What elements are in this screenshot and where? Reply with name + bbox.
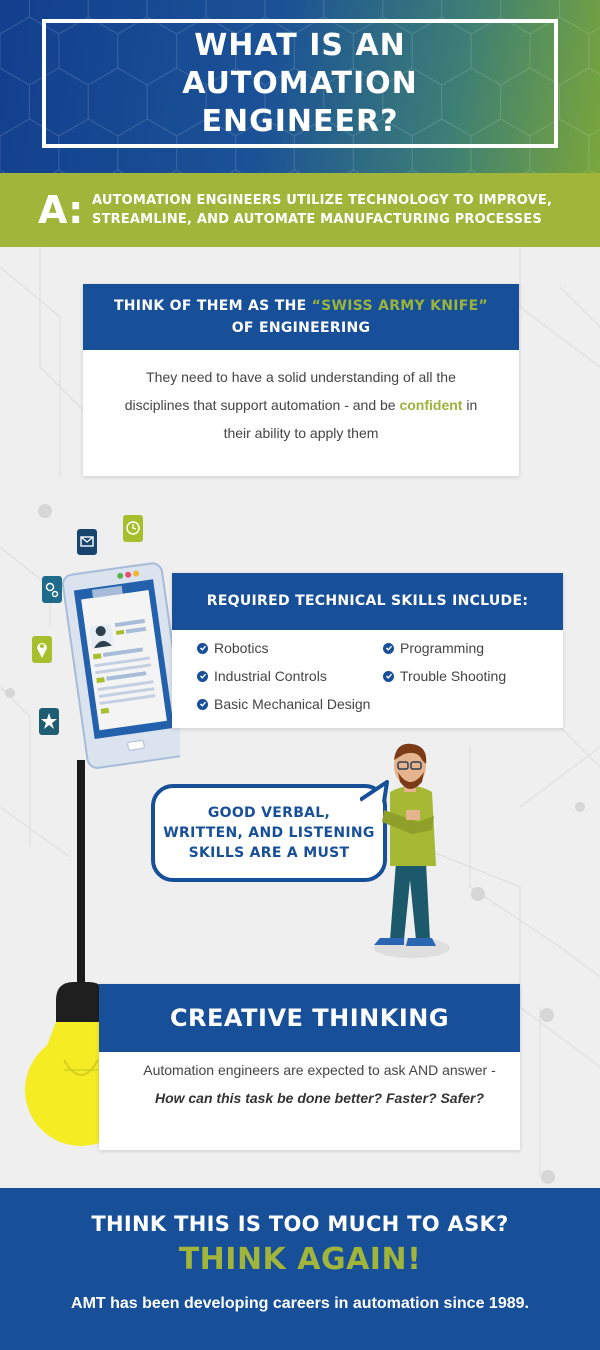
skill-item: Programming: [383, 640, 484, 656]
hexagon-pattern: [0, 0, 600, 173]
footer-question: THINK THIS IS TOO MUCH TO ASK?: [91, 1212, 509, 1236]
star-icon: [39, 708, 59, 735]
skill-label: Robotics: [214, 640, 269, 656]
skill-label: Industrial Controls: [214, 668, 327, 684]
bubble-line-1: GOOD VERBAL,: [207, 805, 331, 821]
hero-banner: WHAT IS AN AUTOMATION ENGINEER?: [0, 0, 600, 173]
circuit-lines-background: [0, 247, 600, 1184]
footer-banner: THINK THIS IS TOO MUCH TO ASK? THINK AGA…: [0, 1188, 600, 1350]
swiss-head-highlight: “SWISS ARMY KNIFE”: [311, 298, 489, 314]
skill-label: Basic Mechanical Design: [214, 696, 371, 712]
skill-item: Trouble Shooting: [383, 668, 506, 684]
check-icon: [383, 642, 394, 654]
skill-label: Trouble Shooting: [400, 668, 507, 684]
creative-card-body: Automation engineers are expected to ask…: [99, 1052, 520, 1112]
swiss-head-pre: THINK OF THEM AS THE: [113, 298, 312, 314]
check-icon: [197, 642, 208, 654]
skill-item: Robotics: [197, 640, 268, 656]
location-pin-icon: [32, 636, 52, 663]
gears-icon: [42, 576, 62, 603]
creative-card-title: CREATIVE THINKING: [99, 984, 520, 1052]
check-icon: [197, 698, 208, 710]
creative-thinking-card: CREATIVE THINKING Automation engineers a…: [99, 984, 520, 1150]
tablet-illustration: [32, 515, 180, 769]
speech-bubble: GOOD VERBAL, WRITTEN, AND LISTENING SKIL…: [151, 784, 387, 882]
footer-tagline: AMT has been developing careers in autom…: [71, 1295, 529, 1312]
skill-label: Programming: [400, 640, 485, 656]
clock-icon: [123, 515, 143, 542]
swiss-army-knife-card: THINK OF THEM AS THE “SWISS ARMY KNIFE” …: [83, 284, 519, 476]
swiss-card-header: THINK OF THEM AS THE “SWISS ARMY KNIFE” …: [83, 284, 519, 350]
page-title: WHAT IS AN AUTOMATION ENGINEER?: [182, 27, 418, 139]
creative-body-emphasis: How can this task be done better? Faster…: [154, 1090, 485, 1106]
answer-letter: A:: [38, 188, 84, 232]
swiss-body-pre: They need to have a solid understanding …: [124, 369, 456, 413]
skill-item: Industrial Controls: [197, 668, 327, 684]
skill-item: Basic Mechanical Design: [197, 696, 370, 712]
mail-icon: [77, 529, 97, 555]
check-icon: [383, 670, 394, 682]
hexagon-cell: [0, 0, 600, 173]
technical-skills-card: REQUIRED TECHNICAL SKILLS INCLUDE: Robot…: [172, 573, 563, 728]
answer-text: AUTOMATION ENGINEERS UTILIZE TECHNOLOGY …: [92, 193, 553, 227]
swiss-card-body: They need to have a solid understanding …: [83, 350, 519, 447]
swiss-head-post: OF ENGINEERING: [231, 320, 371, 336]
swiss-body-highlight: confident: [399, 397, 463, 413]
skills-list: Robotics Programming Industrial Controls…: [172, 630, 563, 728]
skills-card-title: REQUIRED TECHNICAL SKILLS INCLUDE:: [172, 573, 563, 630]
bubble-tail: [360, 780, 389, 804]
bubble-line-3: SKILLS ARE A MUST: [188, 845, 350, 861]
creative-body-pre: Automation engineers are expected to ask…: [143, 1062, 496, 1078]
engineer-illustration: [374, 743, 450, 958]
title-frame: WHAT IS AN AUTOMATION ENGINEER?: [42, 19, 558, 148]
footer-answer: THINK AGAIN!: [178, 1242, 422, 1277]
swiss-body-post: in their ability to apply them: [223, 397, 478, 441]
answer-band: A: AUTOMATION ENGINEERS UTILIZE TECHNOLO…: [0, 173, 600, 247]
bubble-line-2: WRITTEN, AND LISTENING: [163, 825, 375, 841]
check-icon: [197, 670, 208, 682]
